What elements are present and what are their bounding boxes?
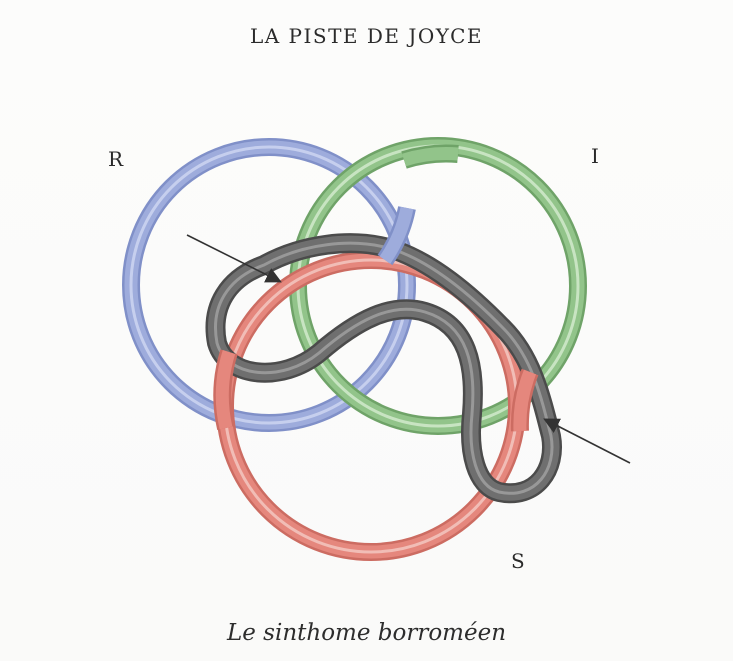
ring-label-i: I bbox=[591, 144, 599, 168]
figure-caption: Le sinthome borroméen bbox=[0, 620, 733, 646]
ring-label-s: S bbox=[511, 549, 525, 573]
ring-label-r: R bbox=[108, 147, 123, 171]
